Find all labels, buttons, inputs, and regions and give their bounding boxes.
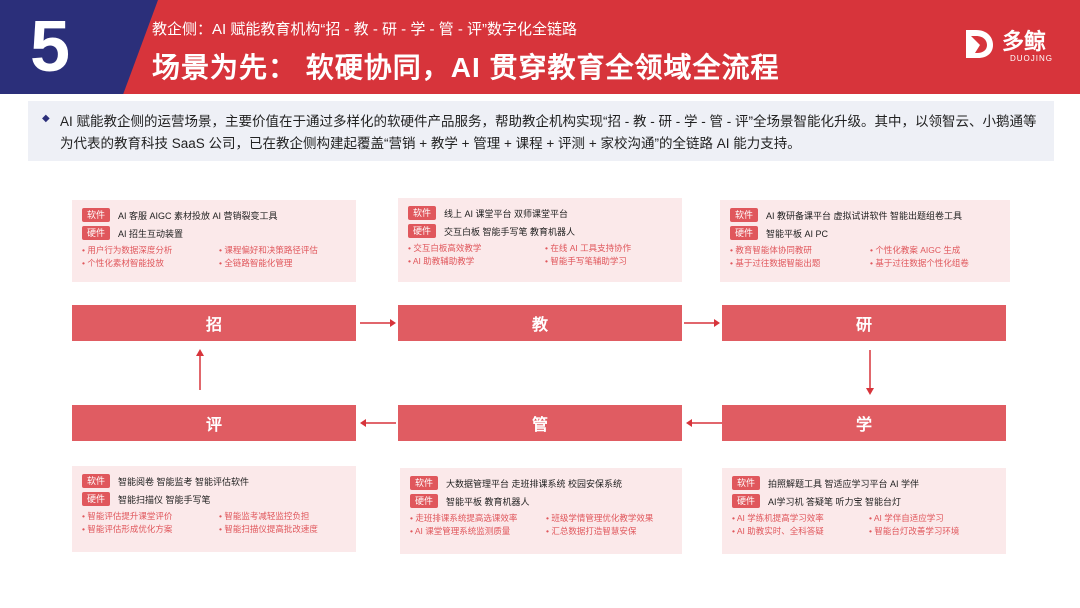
hardware-tag: 硬件: [732, 494, 761, 508]
bullet-item: • 在线 AI 工具支持协作: [545, 243, 632, 253]
guan-detail-box: 软件大数据管理平台 走班排课系统 校园安保系统 硬件智能平板 教育机器人 • 走…: [400, 468, 682, 554]
hardware-tag: 硬件: [82, 226, 111, 240]
arrow-right-icon: [360, 319, 396, 327]
software-tag: 软件: [82, 474, 111, 488]
logo-text-en: DUOJING: [1010, 54, 1053, 63]
bullet-item: • 个性化教案 AIGC 生成: [870, 245, 961, 255]
hardware-tag: 硬件: [408, 224, 437, 238]
bullet-item: • 智能扫描仪提高批改速度: [219, 524, 318, 534]
bullet-item: • AI 助教实时、全科答疑: [732, 526, 824, 536]
whale-logo-icon: [966, 30, 993, 58]
arrow-down-icon: [866, 350, 874, 395]
software-tag: 软件: [82, 208, 111, 222]
guan-hardware-items: 智能平板 教育机器人: [446, 496, 530, 507]
hardware-tag: 硬件: [82, 492, 111, 506]
software-tag: 软件: [730, 208, 759, 222]
bullet-item: • 班级学情管理优化教学效果: [546, 513, 654, 523]
bullet-item: • 个性化素材智能投放: [82, 258, 164, 268]
ping-detail-box: 软件智能阅卷 智能监考 智能评估软件 硬件智能扫描仪 智能手写笔 • 智能评估提…: [72, 466, 356, 552]
logo-text-cn: 多鲸: [1002, 29, 1047, 54]
yan-detail-box: 软件 AI 教研备课平台 虚拟试讲软件 智能出题组卷工具 硬件智能平板 AI PC…: [720, 200, 1010, 282]
bullet-item: • 智能评估形成优化方案: [82, 524, 173, 534]
section-number-block: 5: [0, 0, 158, 94]
bullet-item: • 教育智能体协同教研: [730, 245, 812, 255]
zhao-hardware-items: AI 招生互动装置: [118, 228, 184, 239]
jiao-software-items: 线上 AI 课堂平台 双师课堂平台: [444, 208, 569, 219]
arrow-left-icon: [686, 419, 722, 427]
intro-panel: ◆ AI 赋能教企侧的运营场景，主要价值在于通过多样化的软硬件产品服务，帮助教企…: [28, 101, 1054, 161]
hardware-tag: 硬件: [410, 494, 439, 508]
ping-hardware-items: 智能扫描仪 智能手写笔: [118, 494, 211, 505]
xue-hardware-items: AI学习机 答疑笔 听力宝 智能台灯: [768, 496, 902, 507]
header-banner: 5 教企侧：AI 赋能教育机构“招 - 教 - 研 - 学 - 管 - 评”数字…: [0, 0, 1080, 94]
page-title: 场景为先： 软硬协同，AI 贯穿教育全领域全流程: [152, 52, 780, 83]
jiao-detail-box: 软件线上 AI 课堂平台 双师课堂平台 硬件交互白板 智能手写笔 教育机器人 •…: [398, 198, 682, 282]
bullet-item: • 汇总数据打造智慧安保: [546, 526, 637, 536]
arrow-up-icon: [196, 349, 204, 390]
bullet-item: • 智能台灯改善学习环境: [869, 526, 960, 536]
yan-software-items: AI 教研备课平台 虚拟试讲软件 智能出题组卷工具: [766, 210, 963, 221]
intro-text: AI 赋能教企侧的运营场景，主要价值在于通过多样化的软硬件产品服务，帮助教企机构…: [60, 114, 1037, 151]
arrow-right-icon: [684, 319, 720, 327]
hardware-tag: 硬件: [730, 226, 759, 240]
software-tag: 软件: [732, 476, 761, 490]
stage-guan: 管: [398, 405, 682, 441]
diamond-bullet-icon: ◆: [42, 113, 50, 124]
software-tag: 软件: [408, 206, 437, 220]
bullet-item: • AI 学练机提高学习效率: [732, 513, 824, 523]
stage-xue: 学: [722, 405, 1006, 441]
stage-ping: 评: [72, 405, 356, 441]
bullet-item: • 智能手写笔辅助学习: [545, 256, 627, 266]
bullet-item: • 智能监考减轻监控负担: [219, 511, 310, 521]
xue-detail-box: 软件拍照解题工具 智适应学习平台 AI 学伴 硬件 AI学习机 答疑笔 听力宝 智…: [722, 468, 1006, 554]
bullet-item: • 交互白板高效教学: [408, 243, 482, 253]
xue-software-items: 拍照解题工具 智适应学习平台 AI 学伴: [768, 478, 920, 489]
bullet-item: • 基于过往数据智能出题: [730, 258, 821, 268]
yan-hardware-items: 智能平板 AI PC: [766, 228, 829, 239]
jiao-hardware-items: 交互白板 智能手写笔 教育机器人: [444, 226, 576, 237]
ping-software-items: 智能阅卷 智能监考 智能评估软件: [118, 476, 250, 487]
software-tag: 软件: [410, 476, 439, 490]
zhao-software-items: AI 客服 AIGC 素材投放 AI 营销裂变工具: [118, 210, 278, 221]
bullet-item: • 智能评估提升课堂评价: [82, 511, 173, 521]
brand-logo: 多鲸 DUOJING: [962, 20, 1072, 74]
section-number: 5: [30, 7, 71, 87]
bullet-item: • AI 学伴自适应学习: [869, 513, 944, 523]
stage-zhao: 招: [72, 305, 356, 341]
bullet-item: • AI 助教辅助教学: [408, 256, 475, 266]
bullet-item: • 课程偏好和决策路径评估: [219, 245, 318, 255]
arrow-left-icon: [360, 419, 396, 427]
bullet-item: • 基于过往数据个性化组卷: [870, 258, 969, 268]
guan-software-items: 大数据管理平台 走班排课系统 校园安保系统: [446, 478, 623, 489]
bullet-item: • 走班排课系统提高选课效率: [410, 513, 518, 523]
stage-yan: 研: [722, 305, 1006, 341]
bullet-item: • 用户行为数据深度分析: [82, 245, 173, 255]
bullet-item: • AI 课堂管理系统监测质量: [410, 526, 511, 536]
page-subtitle: 教企侧：AI 赋能教育机构“招 - 教 - 研 - 学 - 管 - 评”数字化全…: [152, 21, 577, 38]
bullet-item: • 全链路智能化管理: [219, 258, 293, 268]
stage-jiao: 教: [398, 305, 682, 341]
